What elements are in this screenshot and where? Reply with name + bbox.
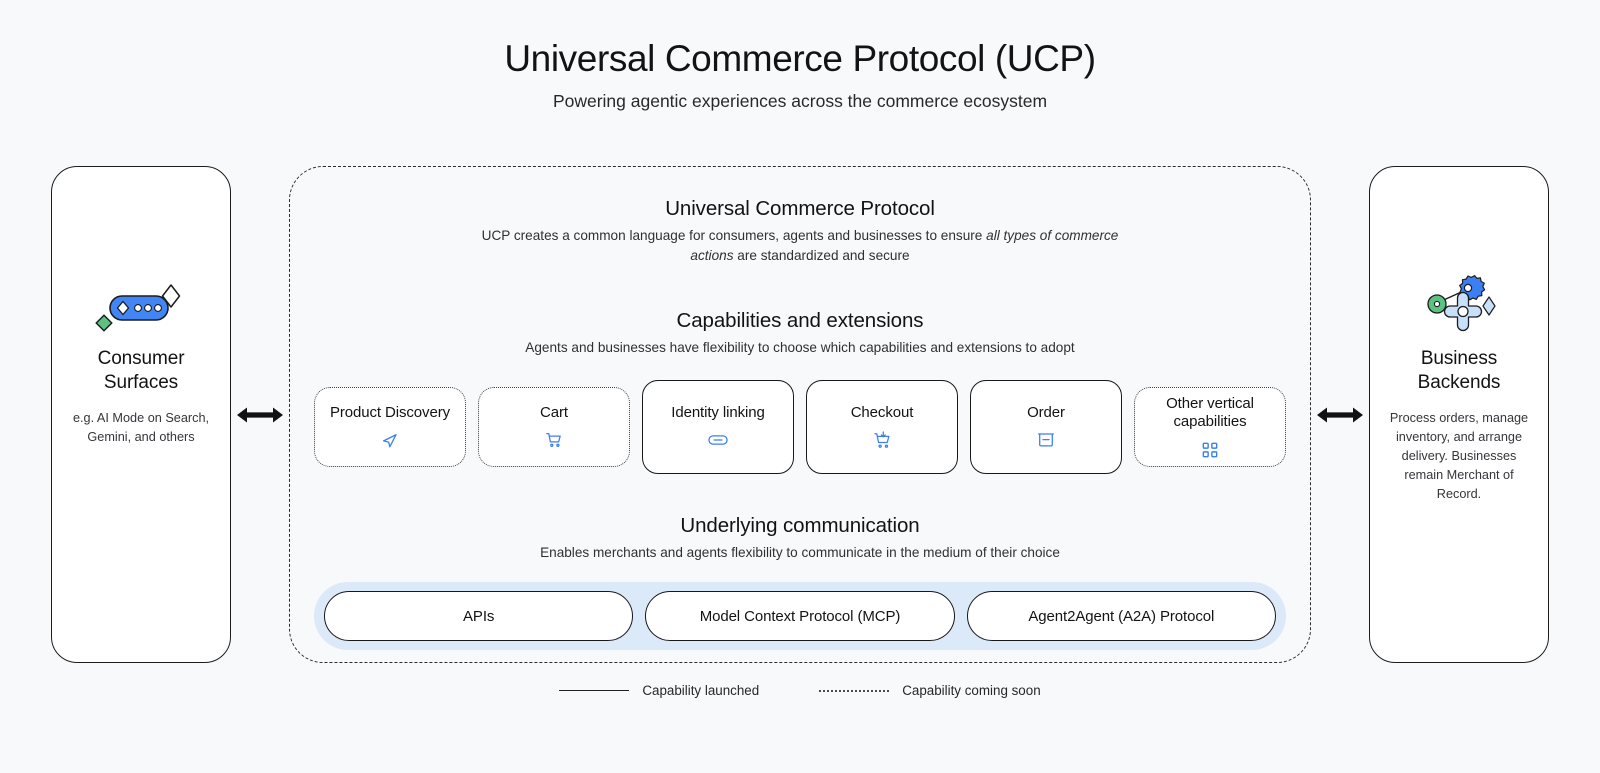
package-icon (1037, 431, 1055, 449)
capability-card-product-discovery[interactable]: Product Discovery (314, 386, 466, 467)
shopping-cart-icon (545, 431, 563, 449)
cart-download-icon (873, 431, 892, 449)
capability-label: Order (1027, 403, 1065, 421)
double-headed-arrow-icon (237, 407, 283, 422)
ucp-description-emphasis: all types of commerce actions (690, 228, 1119, 263)
grid-dots-icon (1202, 441, 1218, 459)
capability-cards-row: Product Discovery Cart (314, 379, 1286, 474)
capability-card-identity-linking[interactable]: Identity linking (642, 379, 794, 474)
capability-label: Identity linking (671, 403, 765, 421)
capability-label: Checkout (850, 403, 914, 421)
gears-sparkle-icon (1411, 275, 1507, 337)
business-backends-description: Process orders, manage inventory, and ar… (1389, 410, 1529, 502)
capability-label: Other vertical capabilities (1166, 394, 1254, 431)
communication-block: Underlying communication Enables merchan… (314, 514, 1286, 651)
communication-pill-mcp[interactable]: Model Context Protocol (MCP) (645, 591, 955, 642)
capability-label: Cart (540, 403, 568, 421)
communication-title: Underlying communication (680, 513, 920, 537)
communication-description: Enables merchants and agents flexibility… (540, 544, 1060, 560)
send-icon (381, 431, 399, 449)
capability-card-other-vertical[interactable]: Other vertical capabilities (1134, 386, 1286, 467)
dotted-line-swatch (819, 689, 890, 692)
capability-card-cart[interactable]: Cart (478, 386, 630, 467)
page-header: Universal Commerce Protocol (UCP) Poweri… (0, 0, 1600, 112)
ucp-description: UCP creates a common language for consum… (470, 226, 1130, 265)
double-headed-arrow-icon (1317, 407, 1363, 422)
legend-item-launched: Capability launched (559, 683, 759, 698)
chat-sparkle-icon (93, 275, 189, 337)
solid-line-swatch (559, 690, 630, 691)
communication-pill-apis[interactable]: APIs (324, 591, 634, 642)
legend-label-coming-soon: Capability coming soon (902, 683, 1041, 698)
consumer-surfaces-panel: Consumer Surfaces e.g. AI Mode on Search… (51, 166, 231, 663)
ucp-intro-block: Universal Commerce Protocol UCP creates … (470, 197, 1130, 265)
ucp-container: Universal Commerce Protocol UCP creates … (289, 166, 1311, 663)
page-subtitle: Powering agentic experiences across the … (552, 91, 1048, 112)
communication-band: APIs Model Context Protocol (MCP) Agent2… (314, 582, 1286, 651)
capabilities-block: Capabilities and extensions Agents and b… (525, 309, 1074, 358)
business-backends-title: Business Backends (1417, 348, 1501, 393)
ucp-title: Universal Commerce Protocol (665, 197, 935, 220)
consumer-surfaces-description: e.g. AI Mode on Search, Gemini, and othe… (72, 410, 210, 444)
capabilities-description: Agents and businesses have flexibility t… (525, 340, 1075, 356)
capability-card-checkout[interactable]: Checkout (806, 379, 958, 474)
ucp-description-part1: UCP creates a common language for consum… (481, 228, 987, 243)
right-connector-arrow (1311, 166, 1369, 663)
capability-label: Product Discovery (329, 403, 450, 421)
capabilities-title: Capabilities and extensions (676, 309, 924, 333)
diagram-stage: Consumer Surfaces e.g. AI Mode on Search… (0, 166, 1600, 663)
legend-item-coming-soon: Capability coming soon (819, 683, 1041, 698)
left-connector-arrow (231, 166, 289, 663)
legend-label-launched: Capability launched (642, 683, 760, 698)
page-title: Universal Commerce Protocol (UCP) (504, 38, 1096, 79)
legend: Capability launched Capability coming so… (0, 683, 1600, 698)
capability-card-order[interactable]: Order (970, 379, 1122, 474)
ucp-description-part2: are standardized and secure (733, 247, 910, 263)
link-icon (708, 431, 728, 449)
communication-pill-a2a[interactable]: Agent2Agent (A2A) Protocol (966, 591, 1276, 642)
business-backends-panel: Business Backends Process orders, manage… (1369, 166, 1549, 663)
consumer-surfaces-title: Consumer Surfaces (97, 348, 185, 393)
